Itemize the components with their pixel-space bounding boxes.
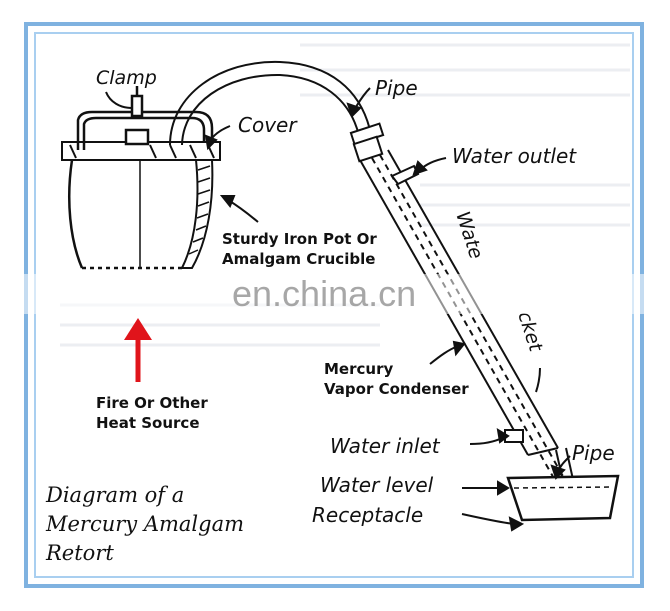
background-texture <box>60 43 630 347</box>
leader-arrows <box>105 87 571 532</box>
title-line2: Mercury Amalgam <box>45 512 244 536</box>
label-water-jacket-part2: cket <box>513 309 547 356</box>
cover <box>61 141 221 161</box>
title-line3: Retort <box>45 541 114 565</box>
label-cover: Cover <box>238 113 298 137</box>
label-water-level: Water level <box>320 473 434 497</box>
label-water-outlet: Water outlet <box>452 144 577 168</box>
label-water-jacket-part1: Wate <box>451 209 487 262</box>
label-pipe-top: Pipe <box>375 76 418 100</box>
clamp <box>76 86 214 150</box>
label-pot-line1: Sturdy Iron Pot Or <box>222 230 377 248</box>
label-fire-line2: Heat Source <box>96 414 200 432</box>
watermark-text: en.china.cn <box>232 273 416 314</box>
label-condenser-line2: Vapor Condenser <box>324 380 469 398</box>
pot-wall-hatching <box>180 159 214 269</box>
watermark-band: en.china.cn <box>20 273 650 314</box>
iron-pot <box>68 159 204 270</box>
label-water-inlet: Water inlet <box>330 434 441 458</box>
label-clamp: Clamp <box>96 67 157 89</box>
label-fire-line1: Fire Or Other <box>96 394 208 412</box>
title-line1: Diagram of a <box>45 483 184 507</box>
label-pot-line2: Amalgam Crucible <box>222 250 375 268</box>
label-receptacle: Receptacle <box>312 503 423 527</box>
label-condenser-line1: Mercury <box>324 360 393 378</box>
receptacle <box>506 474 620 522</box>
pipe <box>169 60 371 146</box>
label-pipe-bottom: Pipe <box>572 441 615 465</box>
heat-arrow-icon <box>124 318 152 382</box>
